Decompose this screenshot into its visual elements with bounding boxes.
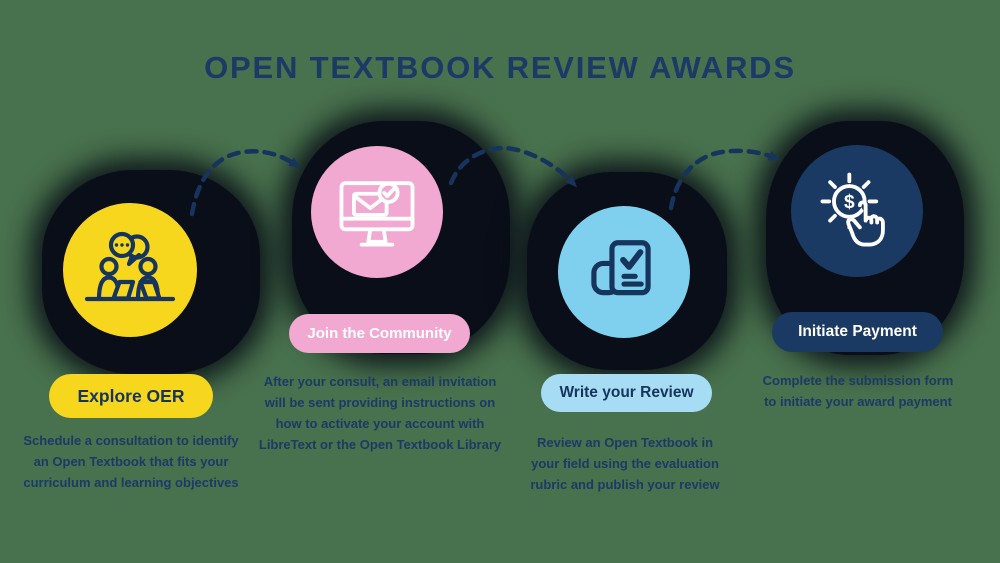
step4-label-pill: Initiate Payment <box>772 312 943 352</box>
dollar-glyph: $ <box>844 192 855 213</box>
page-title: OPEN TEXTBOOK REVIEW AWARDS <box>204 50 796 85</box>
step2-label-pill: Join the Community <box>289 314 470 353</box>
email-invitation-monitor-icon <box>339 181 415 247</box>
step4-label: Initiate Payment <box>798 323 917 340</box>
step2-description: After your consult, an email invitation … <box>258 374 502 452</box>
step2-circle <box>311 146 443 278</box>
step4-circle: $ <box>791 145 923 277</box>
step3-description: Review an Open Textbook in your field us… <box>530 435 720 492</box>
step3-circle <box>558 206 690 338</box>
step1-label: Explore OER <box>77 385 185 406</box>
consultation-people-icon <box>84 231 176 302</box>
step4-description: Complete the submission form to initiate… <box>762 373 954 409</box>
step2-label: Join the Community <box>307 325 452 342</box>
step3-label-pill: Write your Review <box>541 374 712 412</box>
review-document-icon <box>591 240 651 296</box>
step1-description: Schedule a consultation to identify an O… <box>23 433 239 490</box>
payment-click-icon: $ <box>820 172 885 247</box>
step1-label-pill: Explore OER <box>49 374 213 418</box>
step1-circle <box>63 203 197 337</box>
step3-label: Write your Review <box>559 384 694 401</box>
